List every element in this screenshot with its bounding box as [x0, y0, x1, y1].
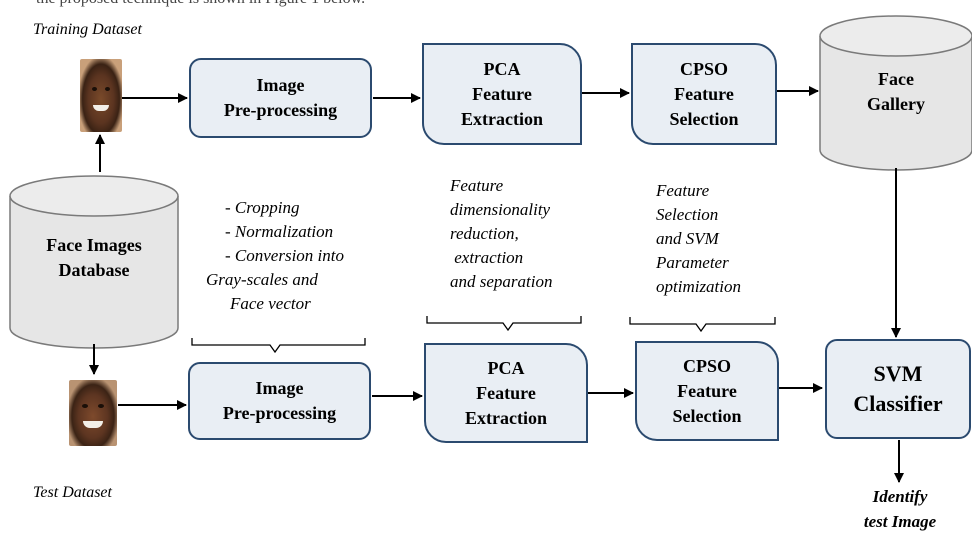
caption-fragment: the proposed technique is shown in Figur… — [36, 0, 365, 8]
gallery-label: Face Gallery — [867, 69, 925, 114]
svm-classifier-box: SVM Classifier — [825, 339, 971, 439]
bottom-pca-box: PCA Feature Extraction — [424, 343, 588, 443]
brace-preproc — [191, 338, 366, 354]
preproc-annotation: - Cropping - Normalization - Conversion … — [206, 198, 344, 313]
test-dataset-label: Test Dataset — [33, 484, 112, 501]
output-label: Identify test Image — [863, 487, 937, 531]
database-cylinder — [9, 175, 179, 349]
top-preproc-box: Image Pre-processing — [189, 58, 372, 138]
brace-pca — [426, 316, 582, 332]
brace-cpso — [629, 317, 776, 333]
bottom-preproc-box: Image Pre-processing — [188, 362, 371, 440]
training-face-image — [80, 59, 122, 132]
gallery-cylinder — [819, 15, 972, 171]
cpso-annotation: Feature Selection and SVM Parameter opti… — [656, 181, 742, 296]
top-pca-box: PCA Feature Extraction — [422, 43, 582, 145]
training-dataset-label: Training Dataset — [33, 21, 142, 38]
bottom-cpso-box: CPSO Feature Selection — [635, 341, 779, 441]
top-cpso-box: CPSO Feature Selection — [631, 43, 777, 145]
database-label: Face Images Database — [46, 235, 142, 280]
pca-annotation: Feature dimensionality reduction, extrac… — [450, 176, 553, 291]
test-face-image — [69, 380, 117, 446]
